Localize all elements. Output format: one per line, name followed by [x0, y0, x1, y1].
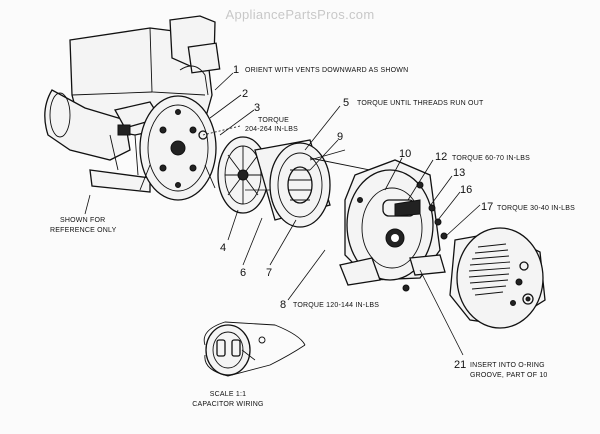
capacitor-wiring-inset — [203, 321, 306, 377]
callout-16: 16 — [460, 184, 472, 196]
callout-9: 9 — [337, 131, 343, 143]
callout-10: 10 — [399, 148, 411, 160]
callout-note-2: 204-264 IN-LBS — [245, 126, 298, 133]
inset-caption-line-2: CAPACITOR WIRING — [192, 401, 263, 408]
callout-note: TORQUE 30-40 IN-LBS — [497, 205, 575, 212]
callout-number: 21 — [454, 359, 466, 371]
callout-number: 12 — [435, 151, 447, 163]
callout-note-2: GROOVE, PART OF 10 — [470, 372, 548, 379]
rotor — [245, 139, 346, 228]
callout-note: TORQUE UNTIL THREADS RUN OUT — [357, 100, 484, 107]
reference-note-line-2: REFERENCE ONLY — [50, 227, 117, 234]
callout-13: 13 — [453, 167, 465, 179]
fan-assembly — [217, 136, 269, 214]
inset-caption: SCALE 1:1 CAPACITOR WIRING — [192, 391, 263, 408]
callout-17: 17 TORQUE 30-40 IN-LBS — [481, 201, 575, 213]
callout-note: TORQUE 60-70 IN-LBS — [452, 155, 530, 162]
callout-number: 1 — [233, 64, 239, 76]
callout-8: 8 TORQUE 120-144 IN-LBS — [280, 299, 379, 311]
callout-5: 5 TORQUE UNTIL THREADS RUN OUT — [343, 97, 484, 109]
end-cover — [449, 227, 546, 329]
engine-adapter-bell — [117, 95, 241, 201]
callout-number: 8 — [280, 299, 286, 311]
callout-4: 4 — [220, 242, 226, 254]
callout-number: 3 — [254, 102, 260, 114]
leader-lines — [84, 72, 481, 361]
callout-note: ORIENT WITH VENTS DOWNWARD AS SHOWN — [245, 67, 408, 74]
inset-caption-line-1: SCALE 1:1 — [210, 391, 246, 398]
stator-housing — [339, 159, 446, 292]
callout-21: 21 INSERT INTO O-RING GROOVE, PART OF 10 — [454, 359, 548, 379]
callout-note: INSERT INTO O-RING — [470, 362, 545, 369]
reference-note-line-1: SHOWN FOR — [60, 217, 105, 224]
callout-3: 3 TORQUE 204-264 IN-LBS — [245, 102, 298, 133]
callout-note: TORQUE 120-144 IN-LBS — [293, 302, 379, 309]
callout-number: 17 — [481, 201, 493, 213]
callout-7: 7 — [266, 267, 272, 279]
watermark: AppliancePartsPros.com — [226, 7, 375, 22]
callout-1: 1 ORIENT WITH VENTS DOWNWARD AS SHOWN — [233, 64, 408, 76]
callout-number: 5 — [343, 97, 349, 109]
callout-note: TORQUE — [258, 117, 289, 124]
engine-reference — [44, 15, 221, 193]
callout-2: 2 — [242, 88, 248, 100]
reference-note: SHOWN FOR REFERENCE ONLY — [50, 217, 117, 234]
callout-6: 6 — [240, 267, 246, 279]
callout-12: 12 TORQUE 60-70 IN-LBS — [435, 151, 530, 163]
